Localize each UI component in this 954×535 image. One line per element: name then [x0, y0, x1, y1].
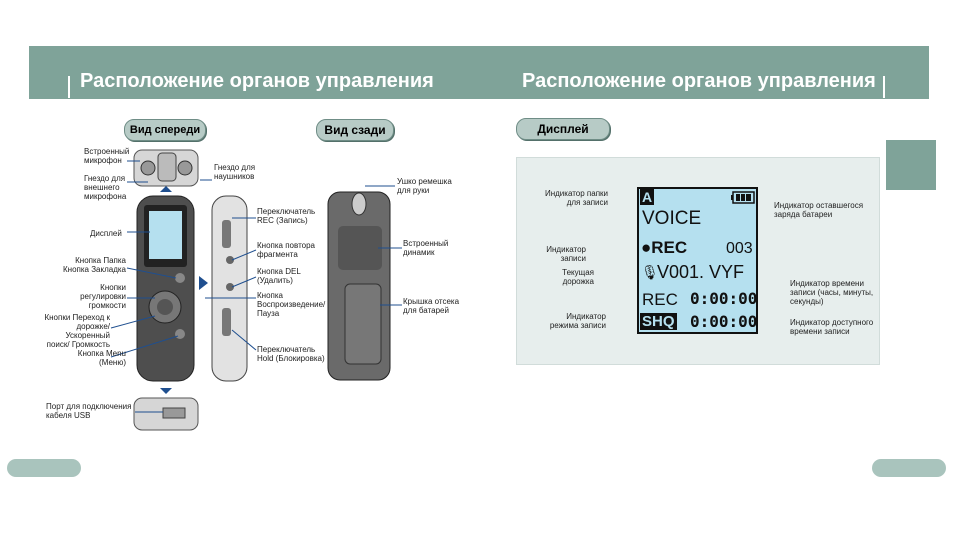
- header-bar: [29, 46, 929, 99]
- side-tab: [886, 140, 936, 190]
- lcd-voice: VOICE: [642, 208, 702, 229]
- label-usb-port: Порт для подключения кабеля USB: [46, 402, 132, 420]
- label-headphone-jack: Гнездо для наушников: [214, 163, 256, 181]
- lcd-track-number: 003: [726, 240, 753, 257]
- lcd-folder: A: [640, 189, 655, 205]
- prev-page-button[interactable]: [7, 459, 81, 477]
- front-view-button[interactable]: Вид спереди: [124, 119, 206, 141]
- lcd-time-remaining: 0:00:00: [690, 312, 758, 331]
- title-right-bar: [883, 76, 885, 98]
- page-title-left: Расположение органов управления: [80, 70, 434, 92]
- back-view-button[interactable]: Вид сзади: [316, 119, 394, 141]
- lcd-rec-text: REC: [642, 290, 678, 309]
- display-button[interactable]: Дисплей: [516, 118, 610, 140]
- label-menu-button: Кнопка Menu (Меню): [77, 349, 126, 367]
- label-repeat-button: Кнопка повтора фрагмента: [257, 241, 315, 259]
- label-play-button: Кнопка Воспроизведение/ Пауза: [257, 291, 326, 318]
- label-volume-buttons: Кнопки регулировки громкости: [80, 283, 126, 310]
- label-time-indicator: Индикатор времени записи (часы, минуты, …: [790, 279, 874, 306]
- label-rec-indicator: Индикатор записи: [546, 245, 586, 263]
- label-folder-button: Кнопка Папка Кнопка Закладка: [63, 256, 126, 274]
- next-page-button[interactable]: [872, 459, 946, 477]
- bottom-usb-device: [133, 397, 199, 431]
- label-track-buttons: Кнопки Переход к дорожке/ Ускоренный пои…: [44, 313, 110, 349]
- label-display: Дисплей: [90, 229, 122, 238]
- top-view-device: [133, 149, 199, 187]
- lcd-file: V001. VYF: [657, 262, 745, 282]
- lcd-time-elapsed: 0:00:00: [690, 289, 758, 308]
- lcd-screen: [637, 187, 758, 334]
- label-battery-indicator: Индикатор оставшегося заряда батареи: [774, 201, 864, 219]
- label-folder-indicator: Индикатор папки для записи: [544, 189, 608, 207]
- label-rec-mode-indicator: Индикатор режима записи: [549, 312, 606, 330]
- label-ext-mic-jack: Гнездо для внешнего микрофона: [84, 174, 127, 201]
- label-rec-switch: Переключатель REC (Запись): [257, 207, 316, 225]
- lcd-mic-icon: 🎙: [641, 265, 659, 281]
- back-device: [327, 191, 391, 381]
- label-current-track: Текущая дорожка: [562, 268, 594, 286]
- title-left-bar: [68, 76, 70, 98]
- label-battery-cover: Крышка отсека для батарей: [403, 297, 460, 315]
- label-builtin-mic: Встроенный микрофон: [84, 147, 130, 165]
- label-del-button: Кнопка DEL (Удалить): [257, 267, 301, 285]
- front-device: [136, 195, 195, 382]
- label-remaining-time: Индикатор доступного времени записи: [790, 318, 874, 336]
- lcd-mode: SHQ: [640, 313, 677, 330]
- label-hold-switch: Переключатель Hold (Блокировка): [257, 345, 325, 363]
- page-title-right: Расположение органов управления: [522, 70, 876, 92]
- lcd-rec: ●REC: [641, 238, 688, 257]
- label-strap-loop: Ушко ремешка для руки: [397, 177, 452, 195]
- label-speaker: Встроенный динамик: [403, 239, 449, 257]
